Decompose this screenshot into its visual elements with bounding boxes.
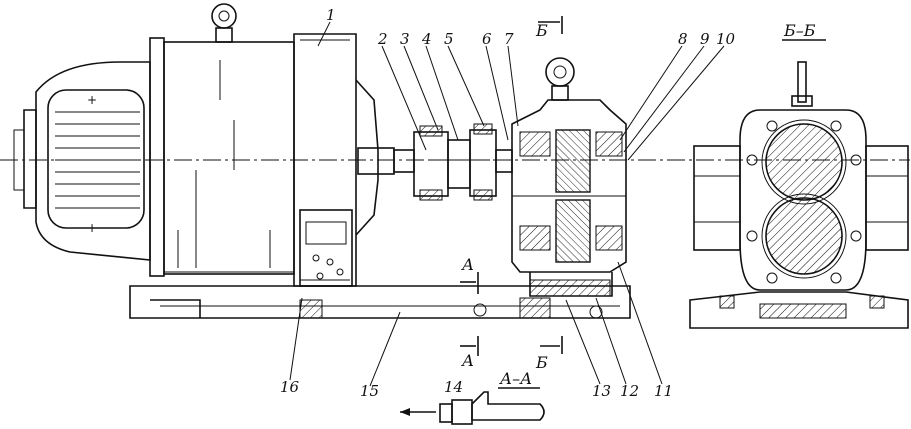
svg-text:+: + <box>87 221 97 235</box>
section-bb-view: Б–Б <box>689 21 909 329</box>
part-label-6: 6 <box>482 30 492 48</box>
section-cut-a-upper: А <box>460 255 479 294</box>
section-cut-b-upper: Б <box>535 16 563 40</box>
part-label-12: 12 <box>620 382 639 400</box>
part-label-16: 16 <box>280 378 300 396</box>
fan-grille: + + <box>47 89 145 235</box>
part-label-15: 15 <box>360 382 379 400</box>
motor-lifting-eye <box>211 3 237 43</box>
part-label-11: 11 <box>654 382 673 400</box>
section-cut-a-lower: А <box>460 336 479 370</box>
part-label-4: 4 <box>421 30 432 48</box>
gear-pump <box>511 57 627 297</box>
part-label-10: 10 <box>716 30 736 48</box>
section-cut-b-lower: Б <box>535 336 563 372</box>
section-b-upper-label: Б <box>535 21 548 40</box>
section-bb-title: Б–Б <box>783 21 816 40</box>
part-label-1: 1 <box>326 6 336 24</box>
motor-ribs <box>177 60 271 268</box>
electric-motor: + + <box>0 3 910 287</box>
part-label-7: 7 <box>504 30 514 48</box>
part-label-2: 2 <box>377 30 388 48</box>
section-aa-title: А–А <box>499 369 532 388</box>
part-label-9: 9 <box>700 30 710 48</box>
base-frame <box>129 285 631 319</box>
part-label-5: 5 <box>444 30 454 48</box>
terminal-box <box>299 209 353 287</box>
section-a-upper-label: А <box>461 255 474 274</box>
section-a-lower-label: А <box>461 351 474 370</box>
part-label-3: 3 <box>400 30 410 48</box>
section-b-lower-label: Б <box>535 353 548 372</box>
part-labels: 1 2 3 4 5 6 7 8 9 10 11 12 13 14 15 16 <box>280 6 736 400</box>
part-label-8: 8 <box>678 30 688 48</box>
part-label-14: 14 <box>444 378 463 396</box>
section-aa-view: А–А <box>400 369 545 425</box>
part-label-13: 13 <box>592 382 611 400</box>
coupling <box>393 123 513 201</box>
leader-lines <box>289 21 725 387</box>
svg-text:+: + <box>87 93 97 107</box>
